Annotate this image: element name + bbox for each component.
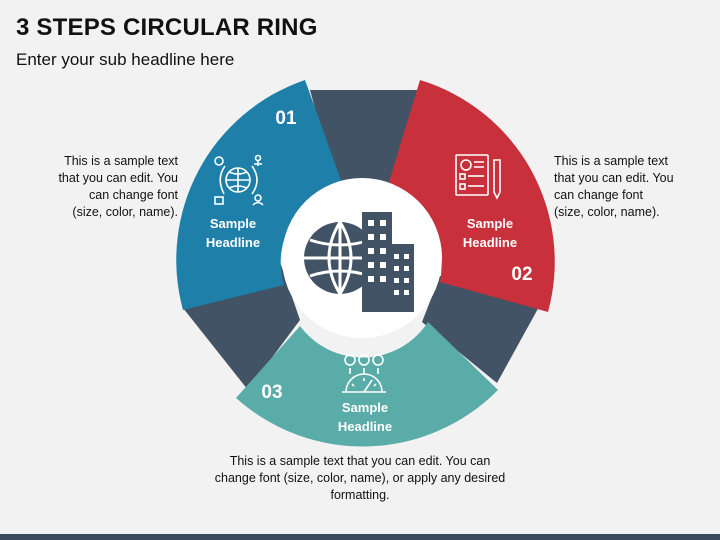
page-subtitle: Enter your sub headline here — [16, 50, 235, 69]
step-2-headline-line2: Headline — [463, 235, 517, 250]
footer-bar — [0, 534, 720, 540]
connector-top — [310, 90, 418, 195]
performance-gauge-icon — [342, 354, 386, 393]
step-1-headline-line1: Sample — [210, 216, 256, 231]
step-2-number: 02 — [511, 264, 532, 285]
step-2-headline-line1: Sample — [467, 216, 513, 231]
globe-network-icon — [214, 154, 264, 206]
step-3-segment[interactable] — [236, 322, 498, 447]
connector-right — [422, 276, 540, 383]
step-3-description: This is a sample text that you can edit.… — [214, 454, 506, 502]
step-1-headline-line2: Headline — [206, 235, 260, 250]
step-3-headline-line1: Sample — [342, 400, 388, 415]
step-2-segment[interactable] — [386, 80, 555, 312]
page-title: 3 STEPS CIRCULAR RING — [16, 14, 318, 41]
step-1-description: This is a sample text that you can edit.… — [58, 154, 178, 219]
checklist-document-icon — [455, 154, 501, 200]
step-3-number: 03 — [261, 382, 282, 403]
step-2-description: This is a sample text that you can edit.… — [554, 154, 674, 219]
connector-left — [183, 262, 300, 390]
globe-buildings-icon — [304, 212, 414, 312]
step-1-number: 01 — [275, 108, 297, 129]
step-3-headline-line2: Headline — [338, 419, 392, 434]
